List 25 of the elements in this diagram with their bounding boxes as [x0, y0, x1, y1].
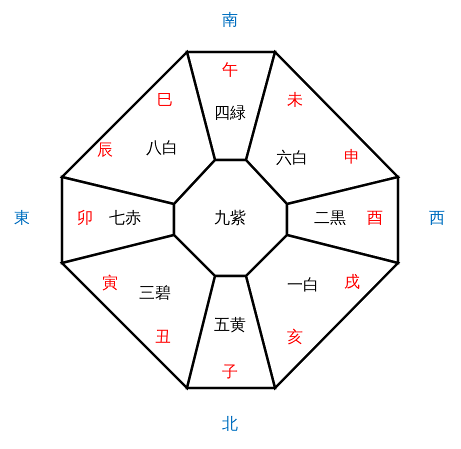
zodiac-sign-label: 午 [222, 61, 238, 79]
star-label: 二黒 [314, 209, 346, 227]
star-label: 五黄 [214, 316, 246, 334]
star-label: 九紫 [214, 209, 246, 227]
zodiac-sign-label: 亥 [287, 328, 303, 346]
zodiac-sign-label: 丑 [155, 328, 171, 346]
star-label: 四緑 [214, 104, 246, 122]
zodiac-sign-label: 寅 [102, 274, 118, 292]
direction-label: 東 [14, 209, 30, 227]
direction-label: 北 [222, 415, 238, 433]
star-label: 三碧 [139, 284, 171, 302]
direction-label: 南 [222, 11, 238, 29]
zodiac-sign-label: 卯 [77, 209, 93, 227]
star-label: 七赤 [109, 209, 141, 227]
zodiac-sign-label: 申 [344, 148, 360, 166]
zodiac-sign-label: 巳 [157, 91, 173, 109]
zodiac-sign-label: 戌 [344, 273, 360, 291]
star-label: 六白 [276, 149, 308, 167]
star-label: 八白 [146, 139, 178, 157]
zodiac-sign-label: 子 [222, 363, 238, 381]
direction-label: 西 [429, 209, 445, 227]
star-label: 一白 [287, 276, 319, 294]
zodiac-sign-label: 辰 [97, 141, 113, 159]
zodiac-sign-label: 未 [287, 91, 303, 109]
zodiac-sign-label: 酉 [367, 209, 383, 227]
